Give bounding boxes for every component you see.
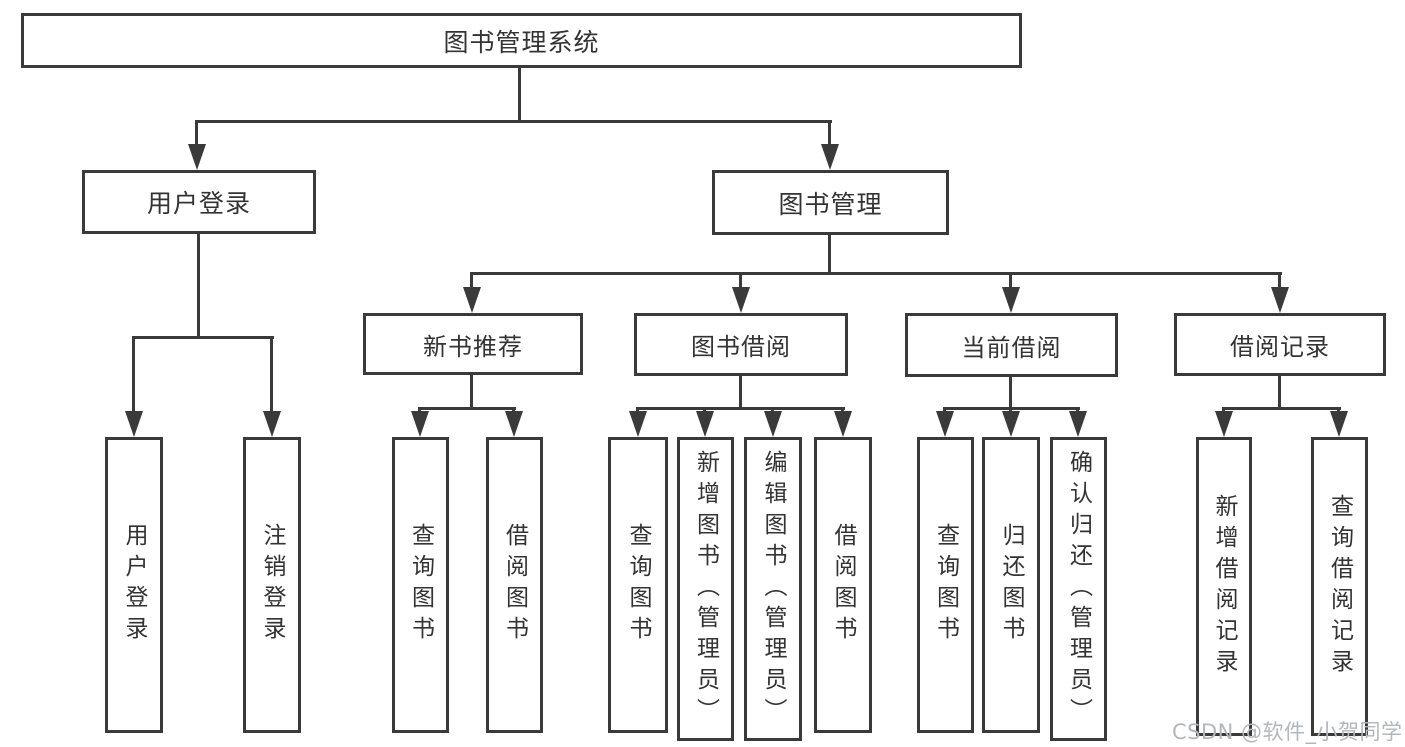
connector-line: [420, 407, 516, 410]
arrow-down-icon: [1215, 411, 1233, 437]
node-root-label: 图书管理系统: [443, 27, 600, 57]
arrow-down-icon: [1330, 411, 1348, 437]
node-borrow-records: 借阅记录: [1174, 313, 1386, 376]
connector-line: [1278, 272, 1281, 292]
node-new-book-recommend: 新书推荐: [363, 313, 583, 375]
connector-line: [270, 336, 273, 416]
arrow-down-icon: [1069, 411, 1087, 437]
arrow-down-icon: [629, 411, 647, 437]
leaf-return-books: 归还图书: [982, 437, 1040, 733]
connector-line: [470, 272, 473, 292]
leaf-query-borrow-record-label: 查询借阅记录: [1326, 493, 1353, 680]
connector-line: [518, 68, 521, 122]
arrow-down-icon: [411, 411, 429, 437]
connector-line: [1009, 377, 1012, 409]
connector-line: [828, 120, 831, 148]
leaf-logout: 注销登录: [243, 437, 301, 733]
node-user-login-label: 用户登录: [146, 189, 251, 218]
leaf-add-borrow-record: 新增借阅记录: [1196, 437, 1252, 736]
arrow-down-icon: [936, 411, 954, 437]
arrow-down-icon: [834, 411, 852, 437]
arrow-down-icon: [696, 411, 714, 437]
node-book-borrow-label: 图书借阅: [691, 333, 791, 361]
connector-line: [828, 235, 831, 275]
connector-line: [1009, 272, 1012, 292]
node-user-login: 用户登录: [82, 170, 316, 234]
leaf-logout-label: 注销登录: [259, 523, 285, 647]
leaf-query-books-borrow: 查询图书: [608, 437, 668, 733]
leaf-query-books-current-label: 查询图书: [932, 523, 959, 647]
node-new-book-recommend-label: 新书推荐: [423, 332, 523, 361]
leaf-query-books-current: 查询图书: [917, 437, 974, 733]
connector-line: [195, 120, 198, 148]
node-root-system: 图书管理系统: [21, 13, 1022, 68]
arrow-down-icon: [505, 411, 523, 437]
leaf-user-login: 用户登录: [105, 437, 163, 733]
leaf-add-books-admin-label: 新增图书（管理员）: [692, 449, 719, 729]
leaf-confirm-return-admin-label: 确认归还（管理员）: [1065, 449, 1092, 729]
leaf-borrow-books-label: 借阅图书: [830, 523, 856, 647]
arrow-down-icon: [463, 287, 481, 313]
leaf-add-books-admin: 新增图书（管理员）: [677, 437, 734, 741]
leaf-query-books-recommend-label: 查询图书: [407, 523, 434, 647]
connector-line: [132, 336, 135, 416]
connector-line: [1224, 407, 1341, 410]
connector-line: [638, 407, 845, 410]
node-borrow-records-label: 借阅记录: [1230, 333, 1330, 361]
arrow-down-icon: [188, 144, 206, 170]
arrow-down-icon: [1271, 287, 1289, 313]
connector-line: [945, 407, 1080, 410]
connector-line: [472, 272, 1282, 275]
leaf-query-books-borrow-label: 查询图书: [625, 523, 651, 647]
leaf-user-login-label: 用户登录: [121, 523, 147, 647]
arrow-down-icon: [263, 411, 281, 437]
node-book-borrow: 图书借阅: [634, 313, 848, 376]
arrow-down-icon: [764, 411, 782, 437]
connector-line: [739, 376, 742, 409]
connector-line: [197, 120, 832, 123]
leaf-edit-books-admin: 编辑图书（管理员）: [744, 437, 802, 741]
arrow-down-icon: [125, 411, 143, 437]
arrow-down-icon: [732, 287, 750, 313]
node-book-management-label: 图书管理: [778, 189, 883, 219]
node-book-management: 图书管理: [712, 170, 949, 235]
leaf-borrow-books-recommend-label: 借阅图书: [501, 523, 528, 647]
leaf-add-borrow-record-label: 新增借阅记录: [1211, 493, 1237, 680]
arrow-down-icon: [1002, 411, 1020, 437]
leaf-edit-books-admin-label: 编辑图书（管理员）: [760, 449, 786, 729]
watermark: CSDN @软件_小贺同学: [1172, 720, 1403, 744]
node-current-borrow-label: 当前借阅: [961, 333, 1062, 362]
connector-line: [197, 234, 200, 338]
leaf-borrow-books: 借阅图书: [814, 437, 872, 733]
leaf-query-borrow-record: 查询借阅记录: [1311, 437, 1368, 736]
node-current-borrow: 当前借阅: [905, 313, 1118, 377]
leaf-return-books-label: 归还图书: [998, 523, 1024, 647]
connector-line: [134, 336, 274, 339]
arrow-down-icon: [821, 144, 839, 170]
connector-line: [1278, 376, 1281, 409]
connector-line: [739, 272, 742, 292]
leaf-query-books-recommend: 查询图书: [392, 437, 449, 733]
connector-line: [470, 375, 473, 409]
leaf-borrow-books-recommend: 借阅图书: [486, 437, 543, 733]
arrow-down-icon: [1002, 287, 1020, 313]
leaf-confirm-return-admin: 确认归还（管理员）: [1050, 437, 1107, 741]
